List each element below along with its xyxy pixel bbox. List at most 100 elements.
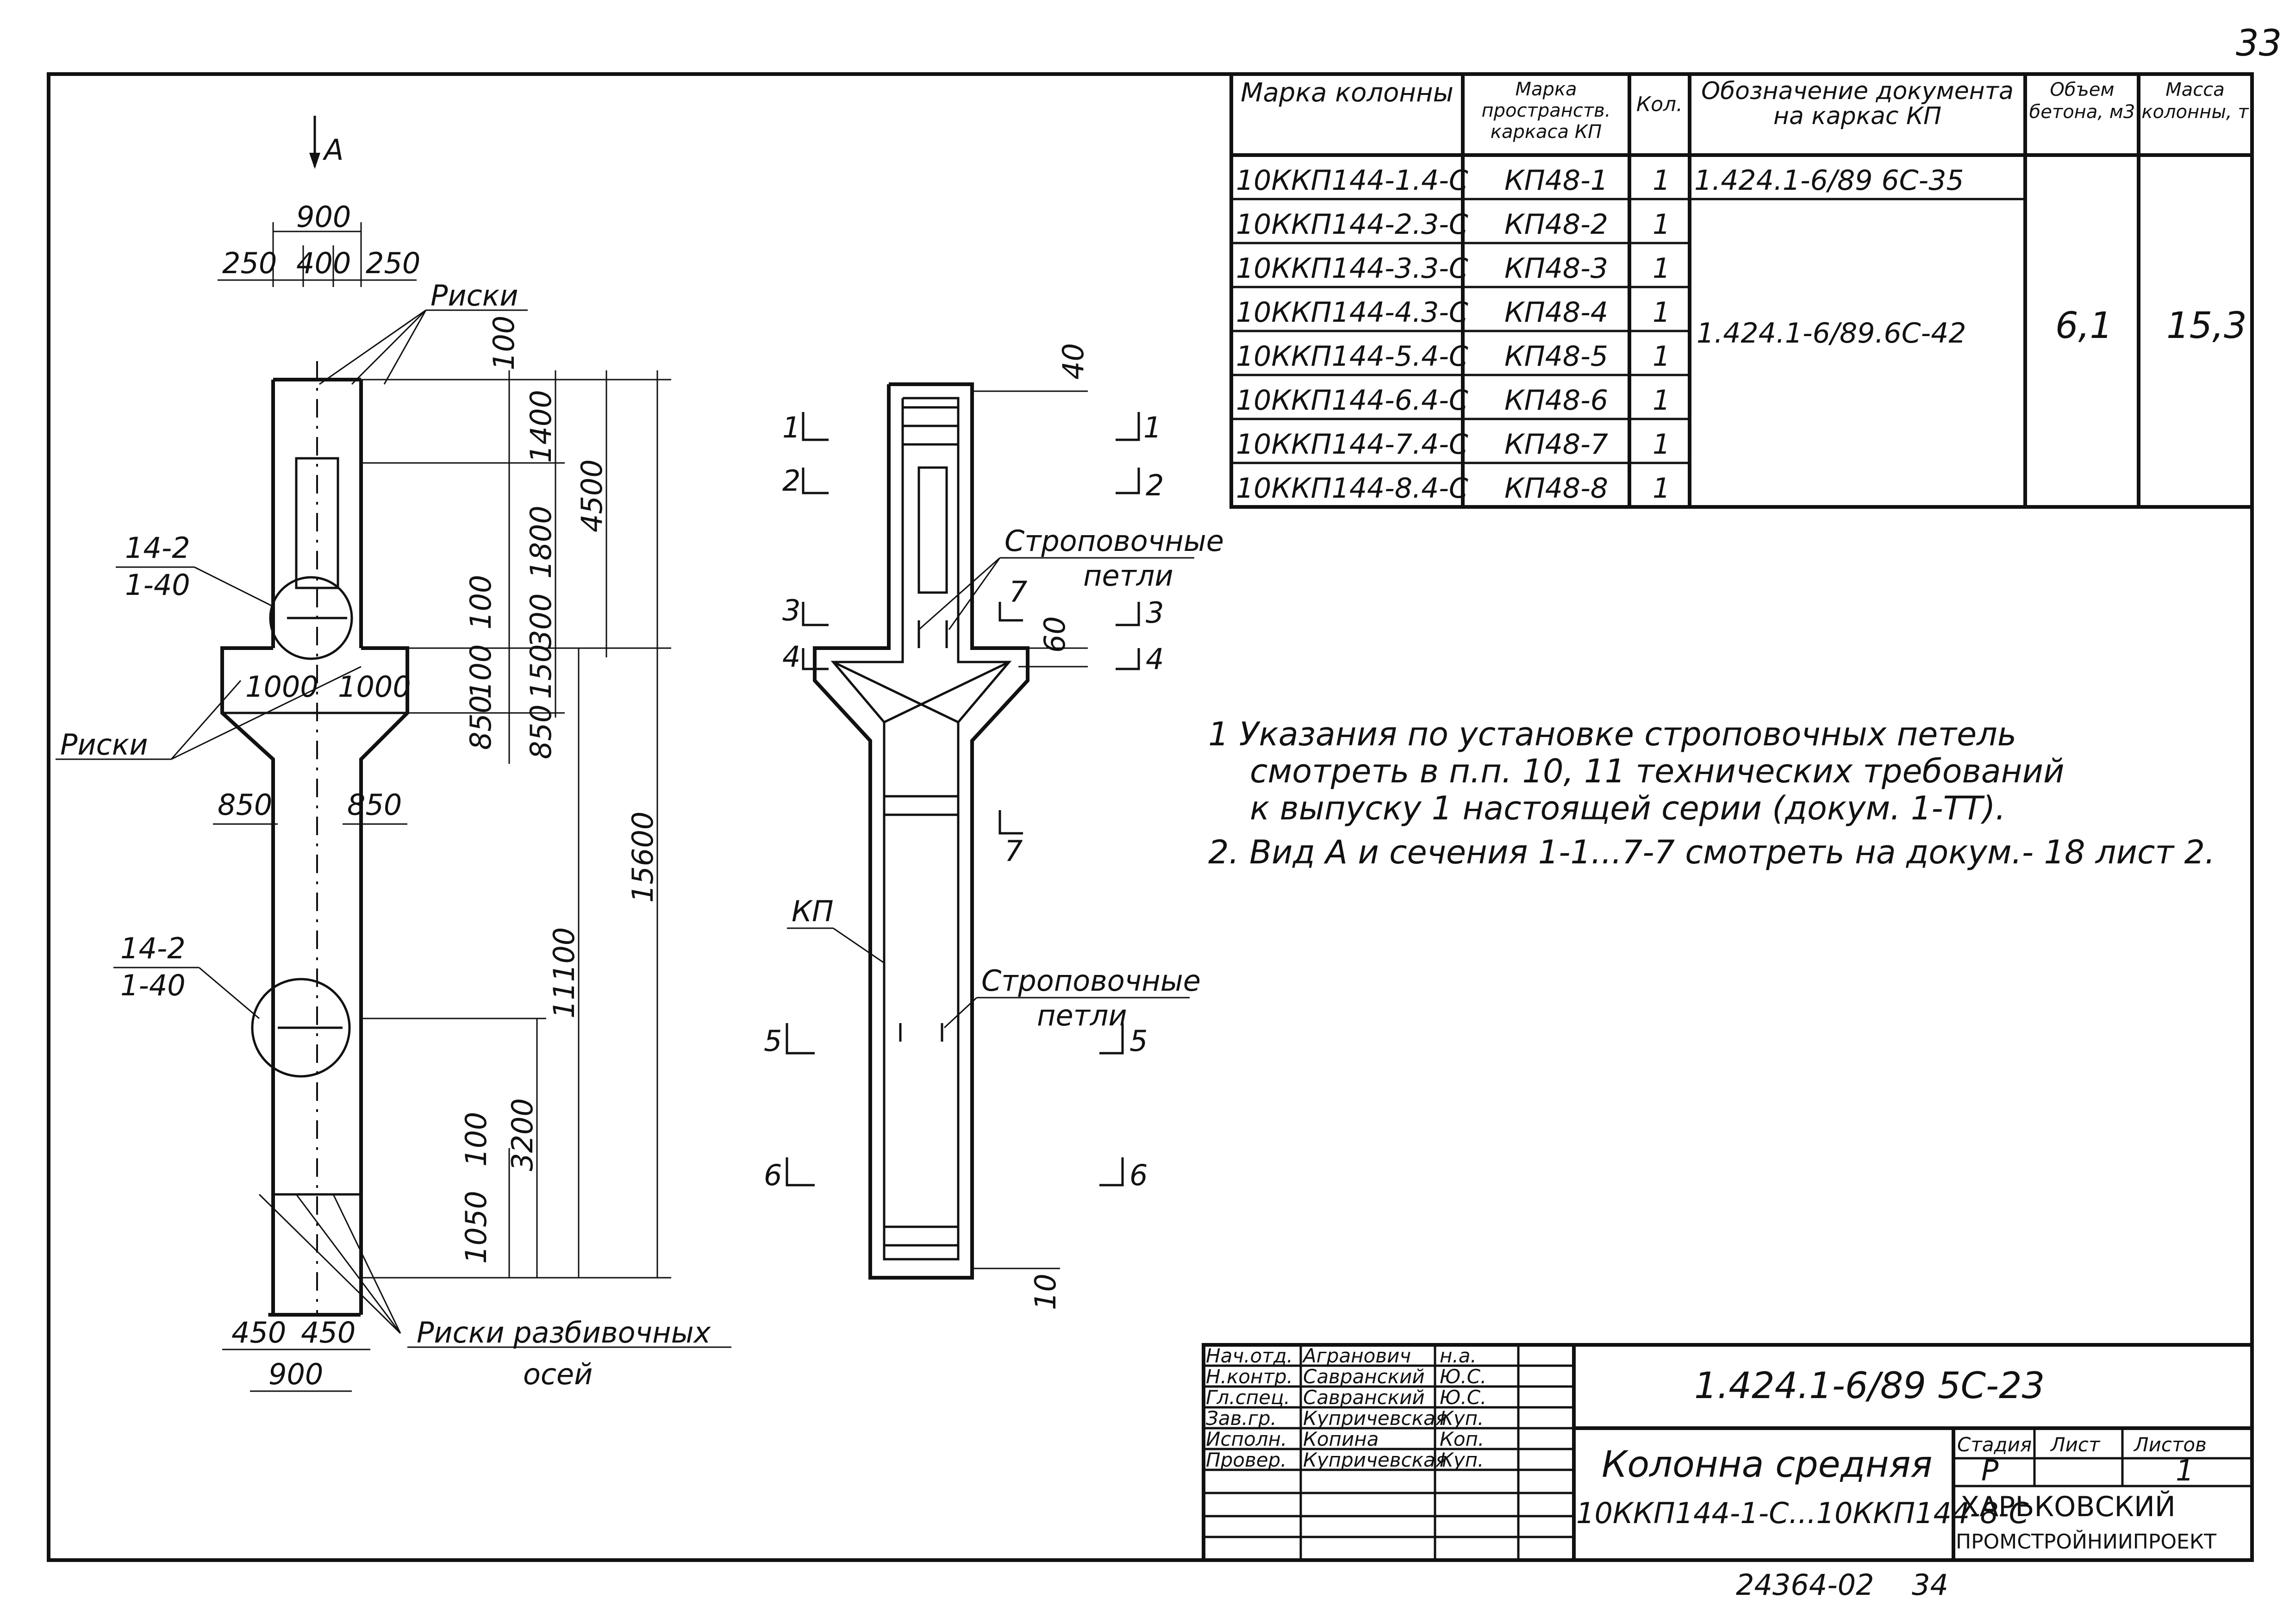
loops-top-line1: Строповочные: [1004, 524, 1224, 558]
sheets-value: 1: [2176, 1454, 2194, 1487]
row-8-mark: 10ККП144-8.4-С: [1236, 472, 1468, 505]
dim-v-300: 300: [524, 593, 558, 648]
staff-6-sign: Куп.: [1440, 1449, 1484, 1471]
staff-1-role: Нач.отд.: [1206, 1344, 1293, 1367]
staff-3-name: Савранский: [1303, 1386, 1425, 1409]
concrete-volume: 6,1: [2055, 305, 2113, 347]
header-col-volume: Объем бетона, м3: [2029, 79, 2135, 123]
row-3-qty: 1: [1653, 252, 1670, 285]
staff-6-role: Провер.: [1206, 1449, 1287, 1471]
dim-v-100-top: 100: [487, 316, 521, 370]
staff-5-sign: Коп.: [1440, 1428, 1484, 1450]
notes: 1 Указания по установке строповочных пет…: [1208, 715, 2215, 871]
org-line1: ХАРЬКОВСКИЙ: [1960, 1490, 2176, 1523]
bottom-page: 34: [1912, 1568, 1948, 1602]
title-line2: 10ККП144-1-С...10ККП144-8-С: [1576, 1496, 2029, 1530]
doc-number: 1.424.1-6/89 5С-23: [1694, 1365, 2045, 1407]
row-2-mark: 10ККП144-2.3-С: [1236, 208, 1468, 241]
staff-1-name: Агранович: [1302, 1344, 1411, 1367]
callout-top-line1: 14-2: [125, 531, 190, 565]
dim-v-1050: 1050: [459, 1191, 493, 1264]
sec-5-left: 5: [764, 1024, 782, 1058]
staff-2-name: Савранский: [1303, 1365, 1425, 1388]
dim-console-left: 1000: [245, 670, 318, 704]
stage-header: Стадия: [1957, 1433, 2032, 1456]
cage-view: 40 60 10 1 2 3 4 5 6 1 2 3 4 5 6 7: [764, 343, 1224, 1310]
column-mass: 15,3: [2166, 305, 2247, 347]
page-number: 33: [2236, 23, 2282, 64]
note-1-line1: 1 Указания по установке строповочных пет…: [1208, 715, 2016, 753]
dim-v-1400: 1400: [524, 390, 558, 463]
row-1-cage: КП48-1: [1504, 164, 1608, 197]
dim-v-100-b: 100: [464, 644, 498, 699]
row-6-mark: 10ККП144-6.4-С: [1236, 384, 1468, 417]
staff-3-role: Гл.спец.: [1206, 1386, 1290, 1409]
dim-v-15600: 15600: [626, 812, 660, 903]
sec-3-left: 3: [782, 593, 800, 627]
sec-7-top: 7: [1009, 575, 1027, 609]
label-riski-axes-line2: осей: [523, 1357, 593, 1391]
sec-5-right: 5: [1129, 1024, 1148, 1058]
title-line1: Колонна средняя: [1602, 1444, 1932, 1486]
dim-console-bottom-left: 850: [218, 788, 272, 822]
view-arrow-label: А: [322, 133, 343, 167]
row-6-cage: КП48-6: [1504, 384, 1608, 417]
row-5-mark: 10ККП144-5.4-С: [1236, 340, 1468, 373]
sec-1-right: 1: [1143, 411, 1161, 444]
loops-top-line2: петли: [1083, 559, 1173, 593]
dim-v-11100: 11100: [547, 927, 581, 1018]
dim-bottom-width: 900: [268, 1357, 323, 1391]
staff-2-sign: Ю.С.: [1440, 1365, 1486, 1388]
row-4-mark: 10ККП144-4.3-С: [1236, 296, 1468, 329]
sheet-frame: [47, 72, 2254, 1562]
row-7-qty: 1: [1653, 428, 1670, 461]
dim-60: 60: [1038, 616, 1072, 653]
sheets-header: Листов: [2133, 1433, 2207, 1456]
title-block: Нач.отд. Агранович н.а. Н.контр. Савранс…: [1202, 1343, 2254, 1562]
dim-top-400: 400: [296, 246, 351, 280]
row-2-cage: КП48-2: [1504, 208, 1608, 241]
spec-table: Марка колонны Марка пространств. каркаса…: [1229, 72, 2254, 509]
header-col-mass: Масса колонны, т: [2141, 79, 2249, 123]
dim-bottom-450-right: 450: [301, 1316, 356, 1349]
label-riski-axes-line1: Риски разбивочных: [417, 1316, 711, 1349]
sec-6-left: 6: [764, 1158, 782, 1192]
staff-3-sign: Ю.С.: [1440, 1386, 1486, 1409]
dim-v-850-a: 850: [464, 695, 498, 750]
stage-value: Р: [1981, 1454, 1999, 1487]
row-1-qty: 1: [1653, 164, 1670, 197]
staff-4-sign: Куп.: [1440, 1407, 1484, 1430]
staff-1-sign: н.а.: [1440, 1344, 1477, 1367]
dim-top-width: 900: [296, 200, 351, 234]
note-1-line2: смотреть в п.п. 10, 11 технических требо…: [1250, 752, 2064, 790]
callout-bottom-line1: 14-2: [120, 931, 186, 965]
org-line2: ПРОМСТРОЙНИИПРОЕКТ: [1956, 1529, 2216, 1554]
header-col-doc: Обозначение документа на каркас КП: [1701, 79, 2014, 130]
sec-3-right: 3: [1146, 596, 1164, 630]
dim-v-100-bottom: 100: [459, 1112, 493, 1167]
row-7-mark: 10ККП144-7.4-С: [1236, 428, 1468, 461]
staff-5-role: Исполн.: [1206, 1428, 1287, 1450]
row-4-qty: 1: [1653, 296, 1670, 329]
sec-4-right: 4: [1146, 642, 1164, 676]
doc-rest: 1.424.1-6/89.6С-42: [1697, 317, 1966, 350]
label-riski-top: Риски: [430, 279, 518, 312]
staff-2-role: Н.контр.: [1206, 1365, 1293, 1388]
row-3-cage: КП48-3: [1504, 252, 1608, 285]
row-2-qty: 1: [1653, 208, 1670, 241]
sec-1-left: 1: [782, 411, 800, 444]
row-4-cage: КП48-4: [1504, 296, 1608, 329]
row-6-qty: 1: [1653, 384, 1670, 417]
dim-bottom-450-left: 450: [231, 1316, 286, 1349]
label-riski-side: Риски: [60, 728, 148, 762]
row-5-qty: 1: [1653, 340, 1670, 373]
row-1-mark: 10ККП144-1.4-С: [1236, 164, 1468, 197]
note-2: 2. Вид А и сечения 1-1...7-7 смотреть на…: [1208, 833, 2215, 871]
bottom-code: 24364-02: [1736, 1568, 1874, 1602]
row-5-cage: КП48-5: [1504, 340, 1608, 373]
sec-7-bottom: 7: [1004, 834, 1023, 868]
sec-4-left: 4: [782, 640, 800, 674]
sheet-header: Лист: [2050, 1433, 2101, 1456]
doc-first: 1.424.1-6/89 6С-35: [1694, 164, 1964, 197]
